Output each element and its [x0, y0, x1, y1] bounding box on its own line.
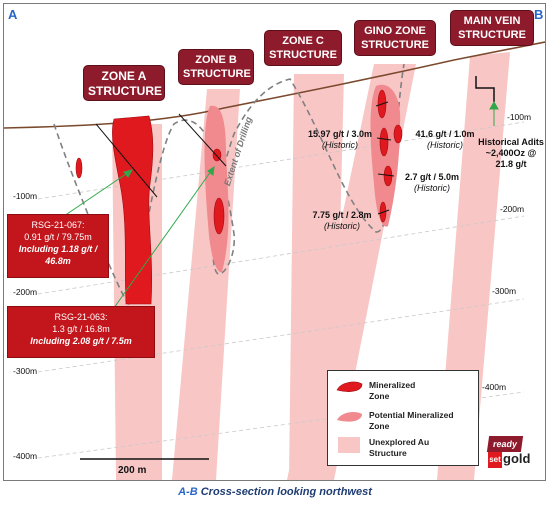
- arrow-rsg-067: [63, 169, 133, 217]
- scale-bar-label: 200 m: [118, 465, 147, 476]
- cross-section-drawing: [4, 41, 545, 480]
- assay-annotation: 15.97 g/t / 3.0m (Historic): [298, 129, 382, 151]
- potential-zone-gino: [370, 84, 401, 227]
- callout-rsg-21-063: RSG-21-063: 1.3 g/t / 16.8m Including 2.…: [7, 306, 155, 358]
- assay-value: 41.6 g/t / 1.0m: [415, 129, 475, 139]
- depth-right-200: -200m: [500, 204, 525, 214]
- logo-ready: ready: [486, 436, 524, 452]
- historical-adits-line3: 21.8 g/t: [495, 159, 527, 169]
- legend-label-unexplored: Unexplored Au Structure: [369, 437, 429, 459]
- callout-line: RSG-21-067:: [31, 220, 85, 230]
- legend-line: Zone: [369, 391, 390, 401]
- assay-value: 15.97 g/t / 3.0m: [307, 129, 373, 139]
- mineralized-small-left: [75, 157, 83, 179]
- drill-hole-rsg-21-067: [95, 123, 158, 198]
- historical-adits-line1: Historical Adits: [478, 137, 544, 147]
- callout-line: RSG-21-063:: [54, 312, 108, 322]
- assay-annotation: 7.75 g/t / 2.8m (Historic): [308, 210, 376, 232]
- adit-marker: [475, 76, 495, 102]
- assay-note: (Historic): [427, 140, 463, 150]
- mineralized-zone-b-lower: [213, 197, 225, 235]
- drill-hole-rsg-21-063: [178, 113, 227, 167]
- depth-right-300: -300m: [492, 286, 517, 296]
- gino-zone-label: GINO ZONE STRUCTURE: [354, 20, 436, 56]
- historical-adits-line2: ~2,400Oz @: [485, 148, 537, 158]
- corner-label-a: A: [8, 7, 18, 22]
- assay-note: (Historic): [324, 221, 360, 231]
- potential-zones: [204, 84, 401, 273]
- zone-b-label: ZONE B STRUCTURE: [178, 49, 254, 85]
- legend-line: Zone: [369, 421, 390, 431]
- mineralized-gino-3: [379, 127, 389, 157]
- assay-annotation: 41.6 g/t / 1.0m (Historic): [407, 129, 483, 151]
- ready-set-gold-logo: ready set gold: [486, 436, 536, 470]
- legend-line: Mineralized: [369, 380, 416, 390]
- assay-note: (Historic): [414, 183, 450, 193]
- callout-rsg-21-067: RSG-21-067: 0.91 g/t / 79.75m Including …: [7, 214, 109, 278]
- legend-label-potential: Potential Mineralized Zone: [369, 410, 454, 432]
- arrow-rsg-063: [103, 166, 215, 323]
- mineralized-zones: [75, 89, 403, 305]
- assay-note: (Historic): [322, 140, 358, 150]
- logo-gold: gold: [503, 451, 531, 466]
- historical-adits-annotation: Historical Adits ~2,400Oz @ 21.8 g/t: [478, 137, 544, 170]
- legend-line: Structure: [369, 448, 407, 458]
- depth-left-400: -400m: [13, 451, 38, 461]
- assay-value: 2.7 g/t / 5.0m: [404, 172, 460, 182]
- legend-label-mineralized: Mineralized Zone: [369, 380, 415, 402]
- depth-right-100: -100m: [507, 112, 532, 122]
- caption-ab: A-B: [178, 486, 198, 498]
- potential-zone-b: [204, 105, 229, 273]
- assay-annotation: 2.7 g/t / 5.0m (Historic): [396, 172, 468, 194]
- depth-left-300: -300m: [13, 366, 38, 376]
- callout-line: Including 1.18 g/t /: [18, 244, 98, 254]
- legend-line: Unexplored Au: [369, 437, 430, 447]
- depth-left-200: -200m: [13, 287, 38, 297]
- zone-c-label: ZONE C STRUCTURE: [264, 30, 342, 66]
- callout-line: 1.3 g/t / 16.8m: [52, 324, 110, 334]
- assay-value: 7.75 g/t / 2.8m: [312, 210, 372, 220]
- legend-swatch-potential: [337, 412, 362, 422]
- mineralized-gino-2: [393, 124, 403, 144]
- caption-text: Cross-section looking northwest: [200, 486, 372, 498]
- zone-a-label: ZONE A STRUCTURE: [83, 65, 165, 101]
- callout-line: 46.8m: [45, 256, 71, 266]
- cross-section-frame: A B ZONE A STRUCTURE ZONE B STRUCTURE ZO…: [3, 3, 546, 481]
- drill-arrows: [63, 100, 499, 323]
- figure-caption: A-B Cross-section looking northwest: [0, 486, 550, 498]
- ground-surface: [4, 41, 545, 129]
- legend-swatch-mineralized: [336, 381, 363, 392]
- corner-label-b: B: [534, 7, 544, 22]
- legend: Mineralized Zone Potential Mineralized Z…: [327, 370, 479, 466]
- legend-line: Potential Mineralized: [369, 410, 454, 420]
- main-vein-label: MAIN VEIN STRUCTURE: [450, 10, 534, 46]
- drill-holes: [95, 101, 395, 215]
- mineralized-zone-a: [112, 115, 154, 305]
- callout-line: Including 2.08 g/t / 7.5m: [30, 336, 132, 346]
- depth-left-100: -100m: [13, 191, 38, 201]
- legend-swatch-unexplored: [338, 437, 360, 453]
- logo-set: set: [488, 452, 502, 468]
- callout-line: 0.91 g/t / 79.75m: [24, 232, 92, 242]
- depth-right-400: -400m: [482, 382, 507, 392]
